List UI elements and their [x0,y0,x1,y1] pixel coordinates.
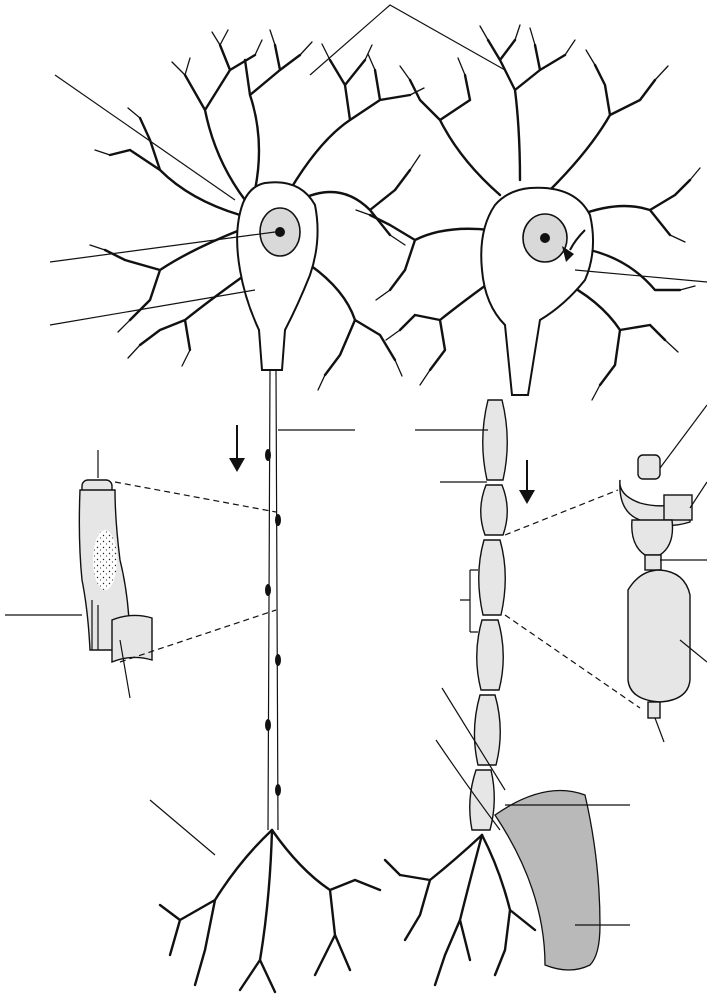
leader-right-inset-axon [655,718,664,742]
right-myelin-sheaths [470,400,508,830]
right-direction-arrow [519,460,535,504]
left-inset-nucleus [93,530,117,590]
leader-right-inset-top [660,405,707,468]
left-nucleolus [275,227,285,237]
right-axon-terminals [385,835,535,985]
leader-left-terminals [150,800,215,855]
right-inset-segment [505,455,692,718]
leader-dendrites [310,5,505,75]
muscle-fiber [495,791,600,971]
left-axon-nuclei [265,449,281,796]
leader-lines [5,5,707,925]
right-zoom-line-bottom [505,615,640,708]
left-zoom-line-top [115,482,276,512]
right-nucleolus [540,233,550,243]
left-neuron [90,30,424,992]
leader-node-bracket [460,570,478,632]
left-inset-segment [79,450,276,662]
leader-left-dendrite [55,75,235,200]
left-axon-terminals [160,830,380,992]
left-direction-arrow [229,425,245,472]
leader-right-soma [575,270,707,282]
right-zoom-line-top [505,490,618,535]
left-axon [268,370,278,830]
